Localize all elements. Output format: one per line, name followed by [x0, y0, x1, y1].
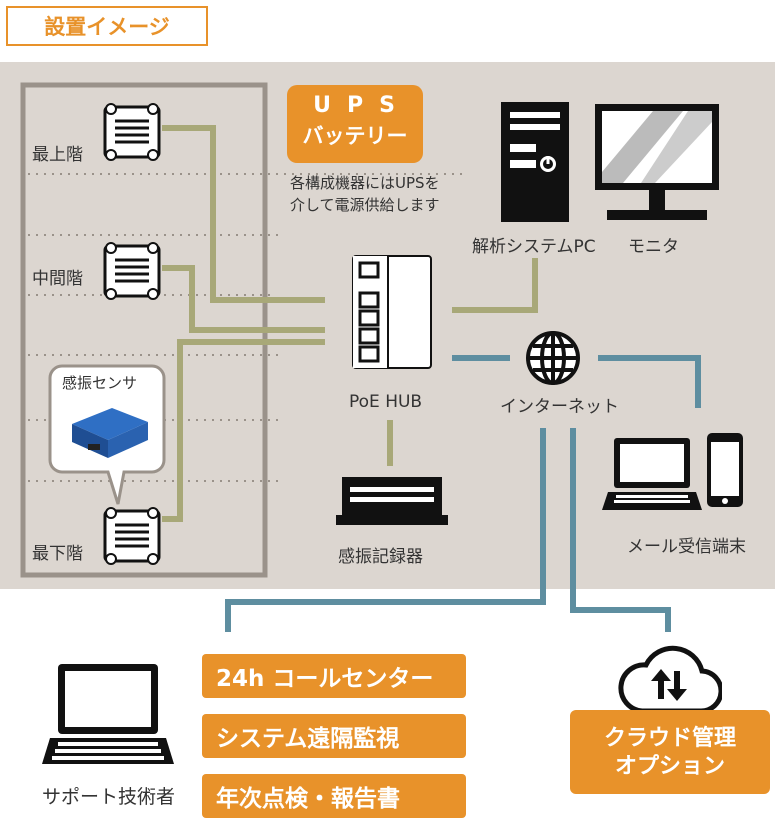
service-label: 24h コールセンター — [216, 666, 434, 692]
wire-mid-sensor — [162, 265, 325, 333]
sensor-label: 感振センサ — [62, 374, 138, 392]
floor-label-middle: 中間階 — [32, 269, 83, 289]
page-title-text: 設置イメージ — [44, 15, 170, 39]
ups-note-line1: 各構成機器にはUPSを — [290, 174, 440, 192]
wire-pc — [452, 258, 538, 313]
cloud-line1: クラウド管理 — [603, 726, 736, 751]
service-annual-inspection: 年次点検・報告書 — [202, 774, 466, 818]
support-laptop-icon — [42, 664, 174, 764]
sensor-box-middle — [103, 242, 161, 300]
laptop-icon — [602, 438, 702, 510]
wire-top-sensor — [162, 125, 325, 303]
internet-label: インターネット — [500, 397, 619, 417]
poe-hub-icon — [352, 255, 432, 369]
cloud-option-badge: クラウド管理 オプション — [570, 710, 770, 794]
floor-label-top: 最上階 — [32, 145, 83, 165]
monitor-label: モニタ — [628, 237, 679, 257]
ups-note: 各構成機器にはUPSを 介して電源供給します — [290, 172, 440, 216]
analysis-pc-label: 解析システムPC — [472, 237, 596, 257]
ups-battery-badge: UPS バッテリー — [287, 85, 423, 163]
wire-internet-mail — [598, 355, 701, 408]
sensor-device-icon — [72, 408, 148, 458]
page-title: 設置イメージ — [6, 6, 208, 46]
poe-hub-label: PoE HUB — [349, 392, 423, 412]
pc-tower-icon — [501, 102, 569, 222]
ups-note-line2: 介して電源供給します — [290, 196, 440, 214]
sensor-box-bottom — [103, 507, 161, 565]
phone-icon — [707, 433, 743, 507]
monitor-icon — [595, 104, 719, 220]
wire-internet-support — [225, 428, 546, 632]
service-label: システム遠隔監視 — [216, 726, 400, 752]
service-label: 年次点検・報告書 — [216, 786, 400, 812]
floor-label-bottom: 最下階 — [32, 544, 83, 564]
sensor-callout — [48, 364, 166, 505]
service-remote-monitoring: システム遠隔監視 — [202, 714, 466, 758]
mail-terminal-label: メール受信端末 — [627, 537, 746, 557]
globe-icon — [526, 331, 580, 385]
ups-title: UPS — [313, 93, 411, 118]
service-call-center: 24h コールセンター — [202, 654, 466, 698]
recorder-label: 感振記録器 — [338, 547, 423, 567]
blue-wires — [225, 355, 701, 632]
ups-subtitle: バッテリー — [302, 124, 408, 148]
sensor-box-top — [103, 103, 161, 161]
wire-bottom-sensor — [162, 339, 325, 522]
support-label: サポート技術者 — [42, 786, 176, 808]
wire-internet-cloud — [570, 428, 671, 632]
recorder-icon — [336, 477, 448, 525]
cloud-line2: オプション — [614, 754, 725, 779]
cloud-icon — [618, 645, 722, 714]
olive-wires — [162, 125, 538, 522]
